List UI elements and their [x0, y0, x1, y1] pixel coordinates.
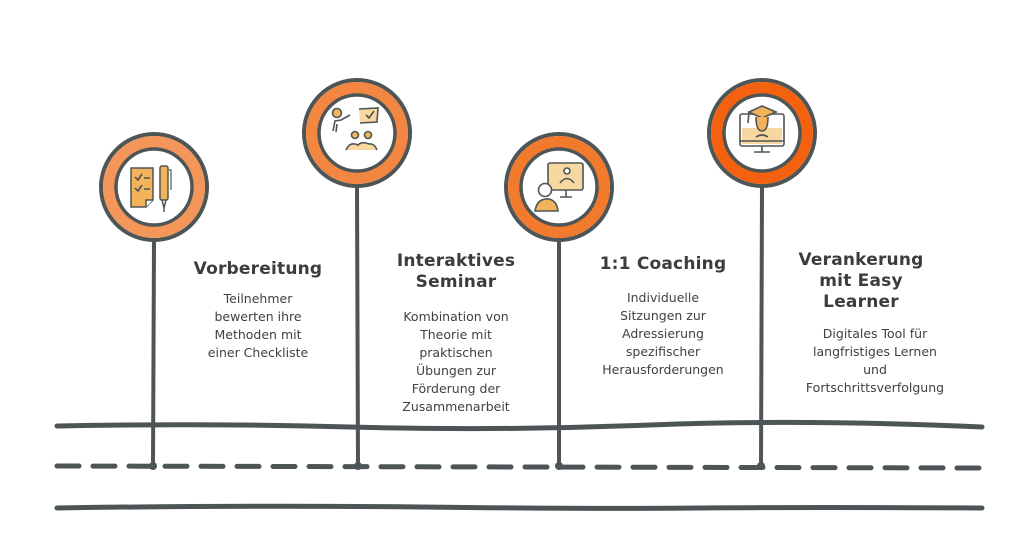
- stem-1-anchor: [149, 462, 157, 470]
- step-1-description-line: einer Checkliste: [207, 345, 309, 360]
- stem-4-anchor: [757, 462, 765, 470]
- step-3-description-line: Individuelle: [626, 290, 700, 305]
- step-2-description: Kombination von Theorie mit praktischen …: [374, 308, 538, 416]
- step-4-title-line: Verankerung: [798, 250, 924, 270]
- step-2-description-line: praktischen: [419, 345, 493, 360]
- stem-4: [759, 186, 764, 468]
- presenter-audience-icon: [331, 107, 379, 151]
- step-2-description-line: Zusammenarbeit: [402, 399, 510, 414]
- step-2-description-line: Theorie mit: [420, 327, 492, 342]
- milestone-3: [504, 132, 614, 242]
- step-4-description: Digitales Tool für langfristiges Lernen …: [790, 325, 960, 397]
- milestone-3-ring: [508, 136, 610, 238]
- road-bottom-line: [54, 503, 985, 511]
- step-4-description-line: Digitales Tool für: [822, 326, 928, 341]
- step-1-title: Vorbereitung: [193, 259, 323, 279]
- step-1-description: Teilnehmer bewerten ihre Methoden mit ei…: [178, 290, 338, 362]
- step-3-description-line: Herausforderungen: [602, 362, 724, 377]
- step-2-description-line: Kombination von: [403, 309, 509, 324]
- stem-2-anchor: [354, 462, 362, 470]
- stem-1: [151, 240, 156, 468]
- graduation-monitor-icon: [739, 105, 785, 153]
- step-4-title: Verankerung mit Easy Learner: [786, 250, 936, 313]
- step-2-description-line: Förderung der: [411, 381, 501, 396]
- step-1-description-line: Teilnehmer: [223, 291, 293, 306]
- milestone-2-ring: [306, 82, 408, 184]
- stem-3-anchor: [555, 462, 563, 470]
- timeline-road: [54, 419, 985, 511]
- step-3-description-line: Sitzungen zur: [620, 308, 706, 323]
- milestone-4-ring: [711, 82, 813, 184]
- step-3-title: 1:1 Coaching: [599, 254, 727, 274]
- step-3-description-line: spezifischer: [625, 344, 701, 359]
- video-call-icon: [534, 162, 584, 212]
- step-4-title-line: mit Easy: [819, 271, 903, 291]
- step-1-description-line: bewerten ihre: [214, 309, 302, 324]
- step-4-description-line: langfristiges Lernen: [813, 344, 937, 359]
- checklist-pen-icon: [130, 165, 172, 212]
- road-center-dashed-line: [54, 463, 985, 471]
- step-4-description-line: Fortschrittsverfolgung: [805, 380, 945, 395]
- milestone-1-ring: [103, 136, 205, 238]
- milestone-1: [99, 132, 209, 242]
- step-3-description: Individuelle Sitzungen zur Adressierung …: [579, 289, 747, 379]
- step-4-description-line: und: [863, 362, 887, 377]
- step-3-description-line: Adressierung: [622, 326, 704, 341]
- step-2-title-line: Interaktives: [396, 251, 516, 271]
- step-4-title-line: Learner: [823, 292, 899, 312]
- step-2-description-line: Übungen zur: [415, 363, 497, 378]
- milestone-4: [707, 78, 817, 188]
- step-2-title: Interaktives Seminar: [374, 251, 538, 293]
- road-top-line: [54, 419, 985, 432]
- step-2-title-line: Seminar: [415, 272, 497, 292]
- step-1-description-line: Methoden mit: [214, 327, 302, 342]
- stem-2: [355, 186, 360, 468]
- milestone-2: [302, 78, 412, 188]
